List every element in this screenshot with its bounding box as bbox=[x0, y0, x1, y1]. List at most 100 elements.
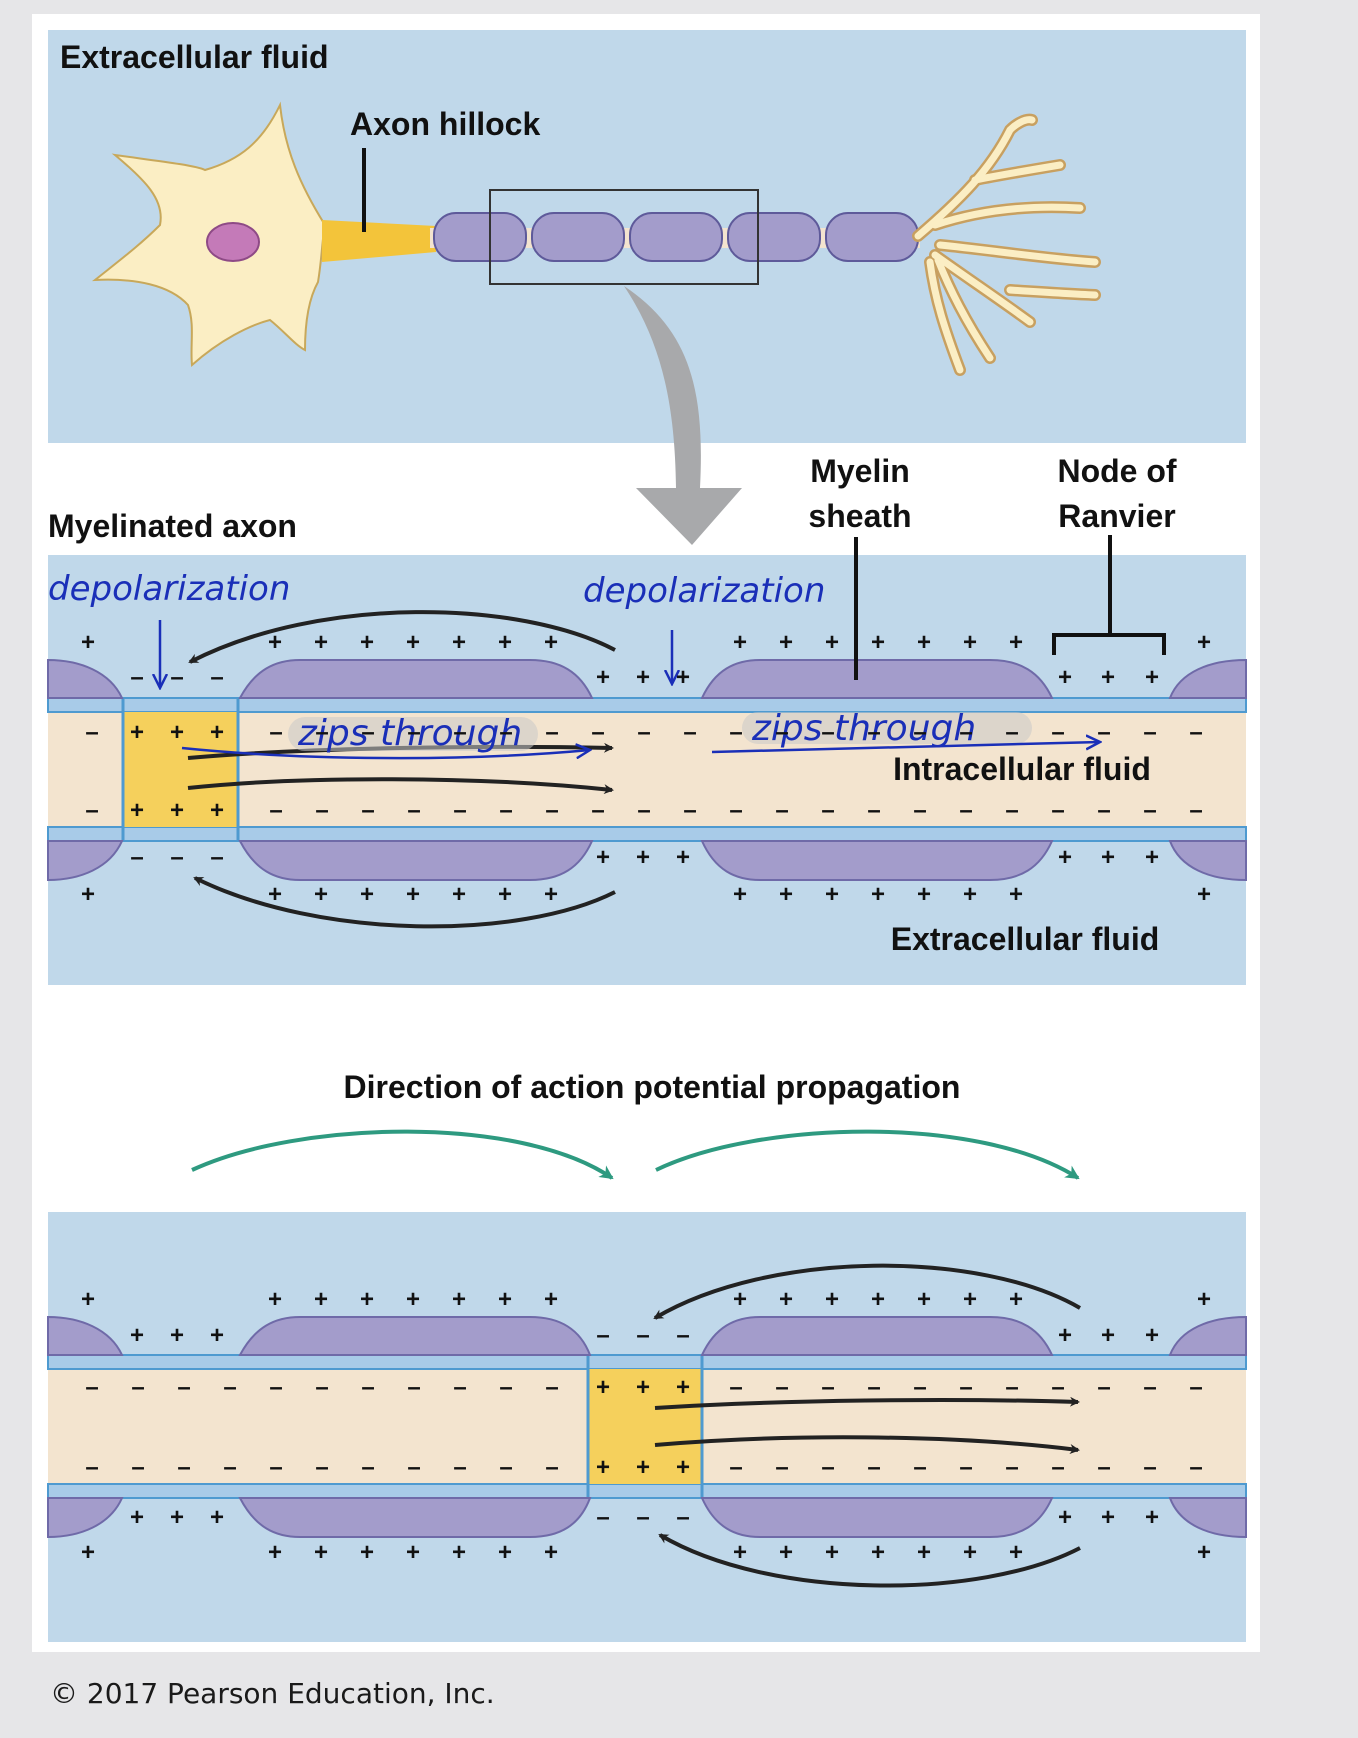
minus-sign: – bbox=[545, 797, 558, 824]
plus-sign: + bbox=[130, 797, 144, 824]
plus-sign: + bbox=[170, 797, 184, 824]
internal-current-arrow bbox=[654, 1396, 1080, 1410]
plus-sign: + bbox=[406, 1539, 420, 1566]
plus-sign: + bbox=[779, 1286, 793, 1313]
plus-sign: + bbox=[871, 1286, 885, 1313]
myelin-segment bbox=[825, 212, 919, 262]
minus-sign: – bbox=[407, 1374, 420, 1401]
minus-sign: – bbox=[821, 1454, 834, 1481]
minus-sign: – bbox=[223, 1454, 236, 1481]
minus-sign: – bbox=[499, 797, 512, 824]
minus-sign: – bbox=[407, 719, 420, 746]
myelin-segment bbox=[531, 212, 625, 262]
minus-sign: – bbox=[1051, 1374, 1064, 1401]
zips-through-annotation-right: zips through bbox=[751, 708, 976, 749]
annotation-arrow bbox=[711, 742, 1100, 754]
minus-sign: – bbox=[1143, 797, 1156, 824]
plus-sign: + bbox=[963, 881, 977, 908]
plus-sign: + bbox=[1101, 1504, 1115, 1531]
minus-sign: – bbox=[1143, 1374, 1156, 1401]
plus-sign: + bbox=[498, 881, 512, 908]
plus-sign: + bbox=[210, 1322, 224, 1349]
myelin-sheath bbox=[238, 1497, 592, 1538]
plus-sign: + bbox=[636, 664, 650, 691]
minus-sign: – bbox=[315, 1454, 328, 1481]
axon-hillock bbox=[322, 220, 436, 262]
plus-sign: + bbox=[676, 1454, 690, 1481]
plus-sign: + bbox=[130, 1322, 144, 1349]
minus-sign: – bbox=[130, 664, 143, 691]
minus-sign: – bbox=[1097, 1454, 1110, 1481]
plus-sign: + bbox=[452, 881, 466, 908]
minus-sign: – bbox=[959, 1374, 972, 1401]
minus-sign: – bbox=[676, 1504, 689, 1531]
minus-sign: – bbox=[269, 719, 282, 746]
plus-sign: + bbox=[360, 881, 374, 908]
minus-sign: – bbox=[453, 1454, 466, 1481]
plus-sign: + bbox=[1197, 629, 1211, 656]
minus-sign: – bbox=[1051, 719, 1064, 746]
minus-sign: – bbox=[1005, 1454, 1018, 1481]
myelin-sheath bbox=[700, 840, 1054, 881]
myelin-segment bbox=[727, 212, 821, 262]
plus-sign: + bbox=[596, 1374, 610, 1401]
minus-sign: – bbox=[269, 1374, 282, 1401]
minus-sign: – bbox=[821, 797, 834, 824]
myelin-sheath bbox=[238, 840, 594, 881]
minus-sign: – bbox=[683, 797, 696, 824]
propagation-arrow bbox=[191, 1129, 614, 1180]
minus-sign: – bbox=[315, 1374, 328, 1401]
plus-sign: + bbox=[170, 1504, 184, 1531]
plus-sign: + bbox=[1197, 1539, 1211, 1566]
plus-sign: + bbox=[1145, 1322, 1159, 1349]
plus-sign: + bbox=[452, 629, 466, 656]
minus-sign: – bbox=[177, 1454, 190, 1481]
plus-sign: + bbox=[544, 881, 558, 908]
myelin-sheath bbox=[47, 1315, 124, 1356]
plus-sign: + bbox=[406, 629, 420, 656]
nucleus bbox=[206, 222, 260, 262]
plus-sign: + bbox=[544, 1539, 558, 1566]
minus-sign: – bbox=[596, 1504, 609, 1531]
plus-sign: + bbox=[170, 719, 184, 746]
local-current-arrow bbox=[193, 876, 616, 929]
minus-sign: – bbox=[315, 719, 328, 746]
plus-sign: + bbox=[779, 629, 793, 656]
zoom-box bbox=[489, 189, 759, 285]
plus-sign: + bbox=[917, 1539, 931, 1566]
minus-sign: – bbox=[545, 1454, 558, 1481]
plus-sign: + bbox=[825, 1539, 839, 1566]
plus-sign: + bbox=[81, 1539, 95, 1566]
plus-sign: + bbox=[917, 1286, 931, 1313]
minus-sign: – bbox=[545, 1374, 558, 1401]
myelin-sheath bbox=[700, 1316, 1054, 1356]
zips-through-annotation-left: zips through bbox=[297, 713, 522, 754]
myelin-sheath bbox=[47, 658, 124, 699]
myelin-segment bbox=[433, 212, 527, 262]
plus-sign: + bbox=[963, 629, 977, 656]
minus-sign: – bbox=[1097, 797, 1110, 824]
minus-sign: – bbox=[636, 1322, 649, 1349]
plus-sign: + bbox=[544, 629, 558, 656]
plus-sign: + bbox=[1145, 844, 1159, 871]
plus-sign: + bbox=[779, 881, 793, 908]
minus-sign: – bbox=[775, 1374, 788, 1401]
minus-sign: – bbox=[821, 1374, 834, 1401]
plus-sign: + bbox=[1058, 1504, 1072, 1531]
extracellular-fluid-top-label: Extracellular fluid bbox=[60, 39, 329, 75]
plus-sign: + bbox=[314, 1286, 328, 1313]
plus-sign: + bbox=[1145, 664, 1159, 691]
minus-sign: – bbox=[1189, 797, 1202, 824]
minus-sign: – bbox=[636, 1504, 649, 1531]
minus-sign: – bbox=[683, 719, 696, 746]
minus-sign: – bbox=[959, 719, 972, 746]
minus-sign: – bbox=[130, 844, 143, 871]
propagation-arrow bbox=[655, 1129, 1080, 1180]
node-of-ranvier-label-line1: Node of bbox=[1057, 453, 1176, 489]
plus-sign: + bbox=[314, 629, 328, 656]
myelin-segment bbox=[629, 212, 723, 262]
minus-sign: – bbox=[223, 1374, 236, 1401]
plus-sign: + bbox=[1009, 629, 1023, 656]
propagated-axon-panel bbox=[47, 1212, 1247, 1642]
